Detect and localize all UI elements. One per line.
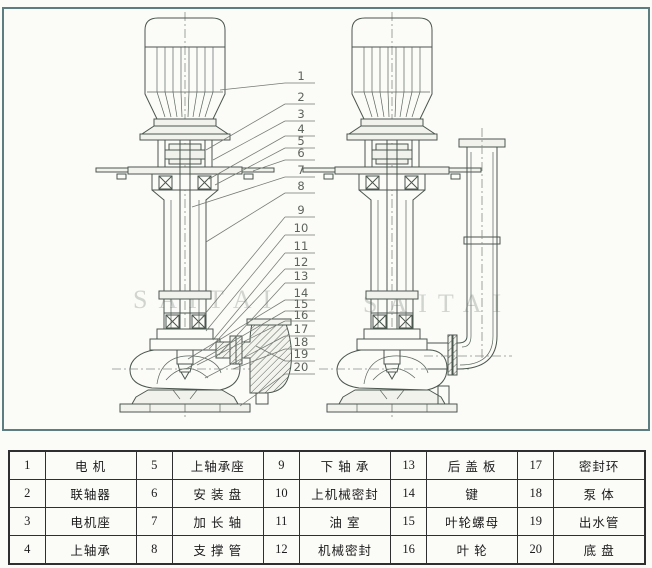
part-name-cell: 机械密封 [298,535,392,565]
pump-diagram: SAITAI SAITAI [2,7,650,431]
part-name-cell: 叶轮螺母 [426,507,519,536]
part-number-cell: 6 [135,479,173,508]
table-row: 4 上轴承 8 支 撑 管 12 机械密封 16 叶 轮 20 底 盘 [8,535,646,565]
part-name-cell: 泵 体 [553,479,646,508]
part-number-cell: 8 [135,535,173,565]
callout-2: 2 [297,90,304,104]
part-number-cell: 10 [262,479,300,508]
parts-table: 1 电 机 5 上轴承座 9 下 轴 承 13 后 盖 板 17 密封环 2 联… [8,450,646,565]
callout-4: 4 [297,122,304,136]
part-number-cell: 11 [262,507,300,536]
callout-3: 3 [297,107,304,121]
part-number-cell: 16 [390,535,428,565]
part-number-cell: 2 [8,479,46,508]
part-number-cell: 12 [262,535,300,565]
callout-19: 19 [294,347,309,361]
table-row: 2 联轴器 6 安 装 盘 10 上机械密封 14 键 18 泵 体 [8,479,646,508]
callout-10: 10 [294,221,309,235]
callout-9: 9 [297,203,304,217]
part-number-cell: 3 [8,507,46,536]
callout-8: 8 [297,179,304,193]
part-name-cell: 加 长 轴 [171,507,264,536]
part-name-cell: 上轴承座 [171,450,264,480]
part-number-cell: 9 [262,450,300,480]
callout-20: 20 [294,360,309,374]
callout-leaders: 1 2 3 4 5 6 7 8 9 10 11 12 13 14 15 16 1… [185,69,315,407]
callout-14: 14 [294,286,309,300]
callout-1: 1 [297,69,304,83]
part-number-cell: 17 [517,450,555,480]
part-number-cell: 5 [135,450,173,480]
part-name-cell: 下 轴 承 [298,450,392,480]
callout-6: 6 [297,146,304,160]
part-name-cell: 上机械密封 [298,479,392,508]
part-name-cell: 键 [426,479,519,508]
table-row: 3 电机座 7 加 长 轴 11 油 室 15 叶轮螺母 19 出水管 [8,507,646,536]
callout-17: 17 [294,322,309,336]
callout-15: 15 [294,297,309,311]
part-name-cell: 电机座 [44,507,137,536]
part-name-cell: 联轴器 [44,479,137,508]
part-number-cell: 18 [517,479,555,508]
part-number-cell: 19 [517,507,555,536]
figure-frame [2,7,650,431]
part-number-cell: 15 [390,507,428,536]
part-name-cell: 后 盖 板 [426,450,519,480]
left-pump-drawing [96,12,292,418]
part-name-cell: 密封环 [553,450,646,480]
part-number-cell: 13 [390,450,428,480]
right-pump-drawing [303,12,512,418]
part-number-cell: 4 [8,535,46,565]
part-number-cell: 7 [135,507,173,536]
part-name-cell: 上轴承 [44,535,137,565]
left-pump-discharge-elbow [215,318,292,405]
callout-12: 12 [294,255,309,269]
part-name-cell: 支 撑 管 [171,535,264,565]
part-name-cell: 电 机 [44,450,137,480]
part-name-cell: 底 盘 [553,535,646,565]
callout-7: 7 [297,163,304,177]
part-number-cell: 20 [517,535,555,565]
callout-11: 11 [294,239,309,253]
part-name-cell: 油 室 [298,507,392,536]
callout-16: 16 [294,308,309,322]
callout-13: 13 [294,269,309,283]
table-row: 1 电 机 5 上轴承座 9 下 轴 承 13 后 盖 板 17 密封环 [8,450,646,480]
callout-18: 18 [294,335,309,349]
part-number-cell: 1 [8,450,46,480]
part-number-cell: 14 [390,479,428,508]
part-name-cell: 出水管 [553,507,646,536]
part-name-cell: 叶 轮 [426,535,519,565]
part-name-cell: 安 装 盘 [171,479,264,508]
callout-5: 5 [297,134,304,148]
right-pump-outlet-pipe [424,128,512,405]
